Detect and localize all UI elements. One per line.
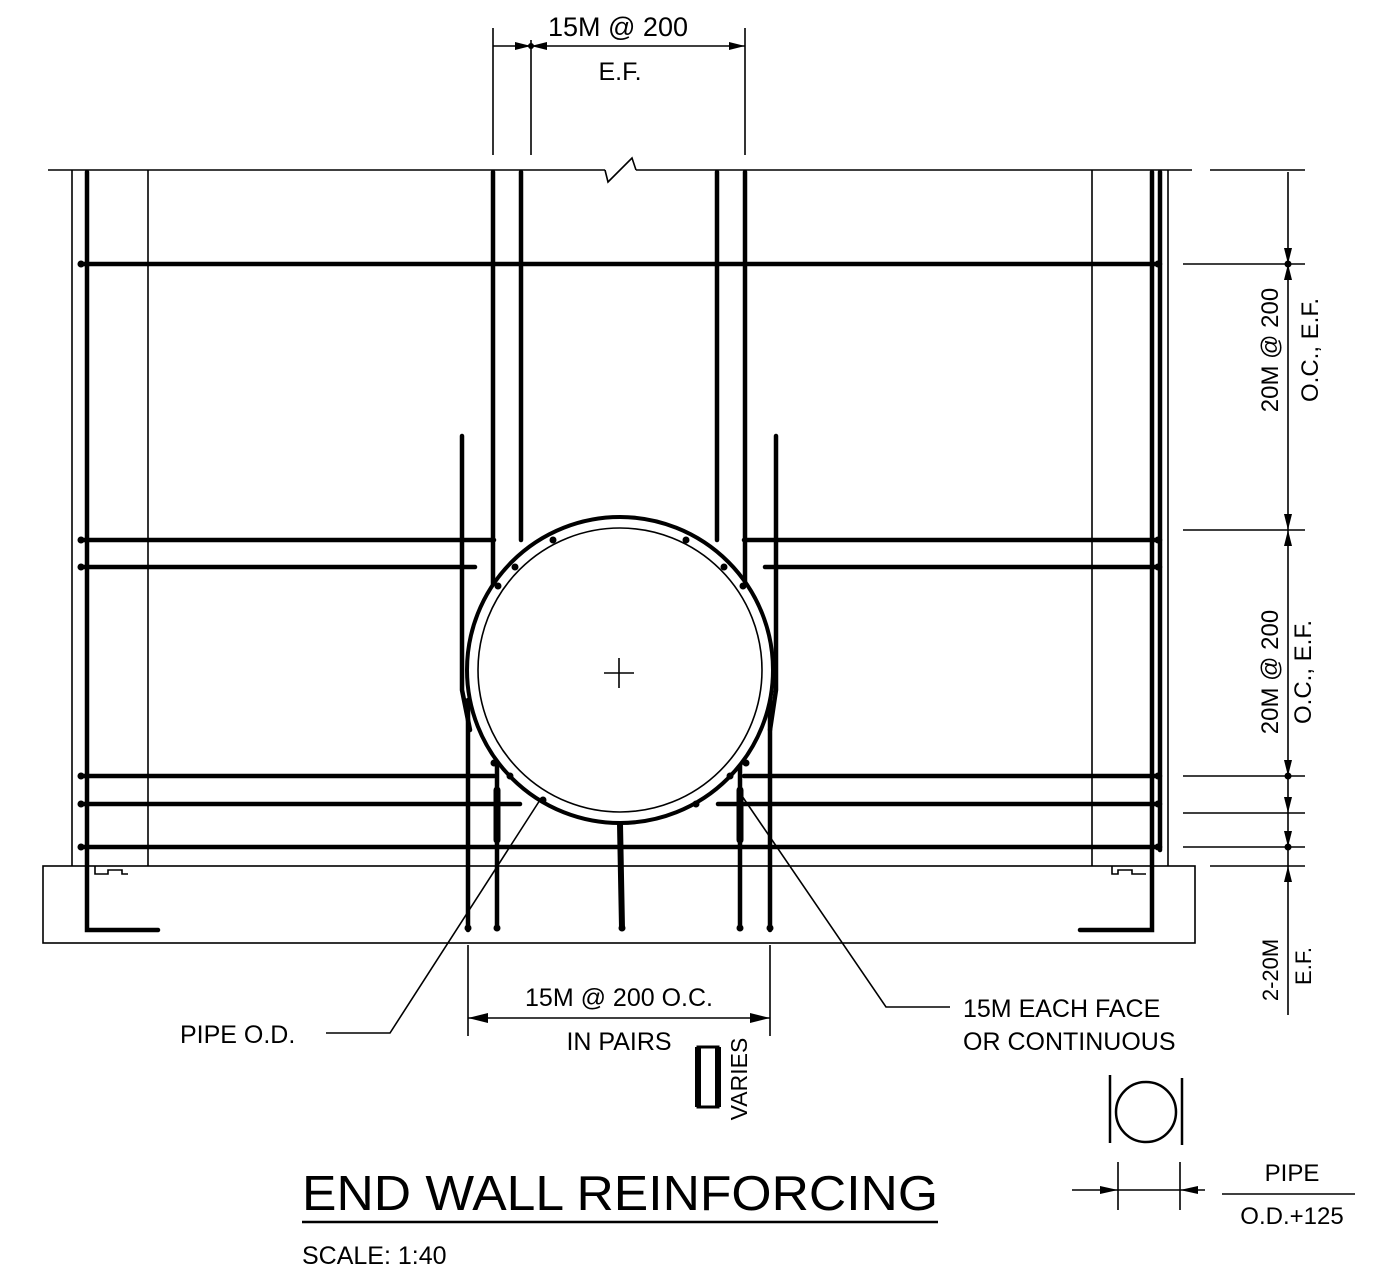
bottom-dimension [467, 945, 771, 1036]
bottom-spacing-label: 15M @ 200 O.C. [525, 984, 713, 1012]
pipe-od-label: PIPE O.D. [180, 1021, 295, 1049]
right-bottom-bars-label: 2-20M [1258, 939, 1283, 1001]
drawing-title: END WALL REINFORCING [302, 1167, 938, 1221]
right-lower-spacing-label: 20M @ 200 [1257, 610, 1284, 734]
detail-od-label: O.D.+125 [1240, 1203, 1343, 1230]
right-dimensions [1183, 172, 1305, 1015]
pipe-bars [459, 433, 779, 933]
bottom-pairs-label: IN PAIRS [566, 1028, 671, 1056]
top-dimension [492, 28, 746, 155]
drawing-scale: SCALE: 1:40 [302, 1242, 447, 1270]
top-spacing-label: 15M @ 200 [548, 12, 688, 42]
top-face-label: E.F. [598, 58, 641, 86]
right-upper-spacing-label: 20M @ 200 [1257, 288, 1284, 412]
varies-detail [695, 1045, 721, 1109]
each-face-label-1: 15M EACH FACE [963, 995, 1160, 1023]
wall-outline [48, 156, 1305, 866]
right-lower-face-label: O.C., E.F. [1290, 620, 1317, 724]
horizontal-bars [77, 260, 1163, 851]
each-face-label-2: OR CONTINUOUS [963, 1028, 1176, 1056]
varies-label: VARIES [726, 1038, 752, 1121]
leaders [326, 795, 950, 1034]
pipe-wrap-detail [1072, 1075, 1355, 1210]
pipe [465, 515, 775, 825]
vertical-bars [84, 169, 1163, 933]
right-bottom-face-label: E.F. [1291, 947, 1316, 985]
right-upper-face-label: O.C., E.F. [1297, 298, 1324, 402]
detail-pipe-label: PIPE [1265, 1160, 1320, 1187]
